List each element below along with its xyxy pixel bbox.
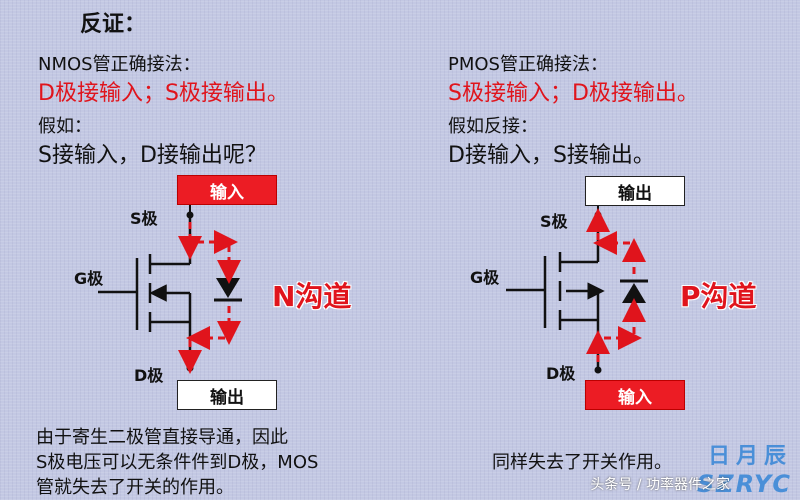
left-explanation: 由于寄生二极管直接导通，因此 S极电压可以无条件件到D极，MOS 管就失去了开关…: [36, 425, 318, 500]
left-d-pin-label: D极: [134, 366, 164, 385]
pmos-transistor-symbol: [506, 215, 605, 370]
left-suppose: 假如：: [38, 116, 92, 137]
left-d-terminal: [186, 364, 194, 372]
right-d-pin-label: D极: [546, 364, 576, 383]
right-g-pin-label: G极: [470, 268, 500, 287]
brand-logo-en: SZRYC: [696, 470, 792, 498]
source-watermark: 头条号 / 功率器件之家: [590, 477, 730, 493]
nmos-transistor-symbol: [98, 215, 192, 368]
left-explanation-line-1: 由于寄生二极管直接导通，因此: [36, 427, 288, 448]
page-title: 反证：: [80, 12, 147, 37]
left-body-diode: [214, 278, 242, 302]
brand-logo-cn: 日月辰: [707, 443, 792, 469]
left-explanation-line-3: 管就失去了开关的作用。: [36, 477, 234, 498]
right-s-pin-label: S极: [540, 212, 568, 231]
left-current-path-arrows: [178, 222, 241, 374]
left-output-box: 输出: [177, 380, 277, 410]
right-d-terminal: [594, 366, 602, 374]
right-channel-label: P沟道: [680, 280, 757, 313]
left-g-pin-label: G极: [74, 269, 104, 288]
left-channel-label: N沟道: [272, 280, 352, 313]
right-correct-connection: S极接输入；D极接输出。: [448, 81, 699, 106]
right-explanation: 同样失去了开关作用。: [492, 452, 672, 473]
right-input-box: 输入: [585, 380, 685, 410]
right-statement: D接输入，S接输出。: [448, 143, 655, 168]
brand-logo: 日月辰 SZRYC: [697, 438, 792, 498]
left-correct-connection: D极接输入；S极接输出。: [38, 81, 289, 106]
right-heading: PMOS管正确接法：: [448, 54, 608, 75]
left-input-box: 输入: [177, 175, 277, 205]
right-suppose: 假如反接：: [448, 116, 538, 137]
right-body-diode: [620, 279, 648, 303]
left-question: S接输入，D接输出呢？: [38, 143, 267, 168]
left-s-pin-label: S极: [130, 209, 158, 228]
right-output-box: 输出: [585, 176, 685, 206]
left-explanation-line-2: S极电压可以无条件件到D极，MOS: [36, 452, 319, 473]
right-current-path-arrows: [586, 208, 646, 362]
left-heading: NMOS管正确接法：: [38, 54, 201, 75]
